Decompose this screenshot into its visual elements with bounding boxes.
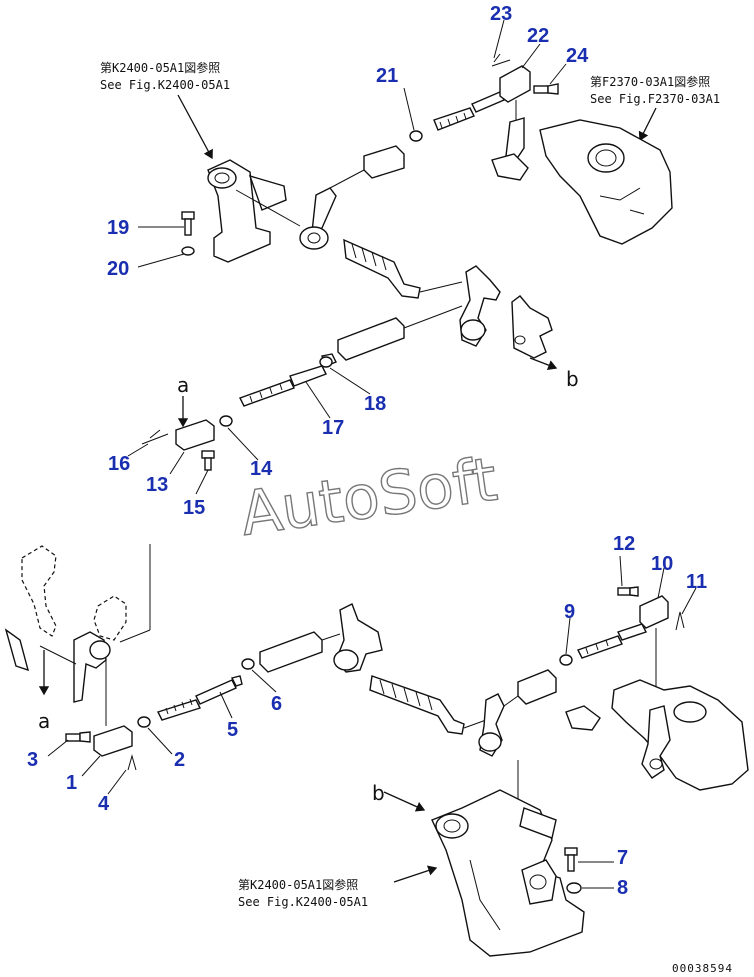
watermark: AutoSoft: [236, 445, 501, 550]
callouts: 19 20 21 23 22 24 18 17 14 16 13 15 12 1…: [27, 3, 707, 899]
callout-13: 13: [146, 474, 168, 496]
callout-18: 18: [364, 393, 386, 415]
callout-21: 21: [376, 65, 398, 87]
lower-transmission-housing: [565, 679, 749, 791]
reference-top-left-en: See Fig.K2400-05A1: [100, 78, 230, 92]
reference-top-left: 第K2400-05A1図参照 See Fig.K2400-05A1: [100, 60, 230, 160]
callout-3: 3: [27, 749, 38, 771]
bolt-7: [564, 847, 578, 872]
callout-8: 8: [617, 877, 628, 899]
callout-19: 19: [107, 217, 129, 239]
callout-20: 20: [107, 258, 129, 280]
callout-23: 23: [490, 3, 512, 25]
callout-17: 17: [322, 417, 344, 439]
lower-left-rod-assembly: [65, 631, 341, 771]
callout-5: 5: [227, 719, 238, 741]
callout-6: 6: [271, 693, 282, 715]
label-a-top: a: [177, 373, 189, 397]
callout-12: 12: [613, 533, 635, 555]
callout-11: 11: [686, 571, 707, 593]
callout-1: 1: [66, 772, 77, 794]
callout-15: 15: [183, 497, 205, 519]
reference-top-right: 第F2370-03A1図参照 See Fig.F2370-03A1: [590, 74, 720, 142]
reference-top-left-jp: 第K2400-05A1図参照: [100, 60, 220, 75]
upper-lever-shaft: [299, 187, 463, 299]
upper-transmission-housing: [491, 117, 673, 245]
upper-rod-assembly: [329, 53, 559, 189]
bolt-19: [181, 211, 195, 236]
middle-rod-assembly: a: [141, 305, 463, 471]
washer-20: [181, 246, 195, 256]
callout-2: 2: [174, 749, 185, 771]
callout-7: 7: [617, 847, 628, 869]
callout-9: 9: [564, 601, 575, 623]
washer-8: [566, 882, 582, 894]
callout-22: 22: [527, 25, 549, 47]
reference-top-right-en: See Fig.F2370-03A1: [590, 92, 720, 106]
callout-4: 4: [98, 793, 110, 815]
callout-16: 16: [108, 453, 130, 475]
upper-bracket: [207, 159, 301, 263]
callout-14: 14: [250, 458, 273, 480]
upper-right-lever: b: [459, 265, 579, 391]
reference-bottom-jp: 第K2400-05A1図参照: [238, 877, 358, 892]
callout-24: 24: [566, 45, 589, 67]
label-b-right: b: [566, 367, 579, 391]
lower-lever-shaft: [333, 603, 519, 870]
label-b-bottom: b: [372, 781, 385, 805]
reference-top-right-jp: 第F2370-03A1図参照: [590, 74, 710, 89]
pedal-assembly: a: [4, 544, 151, 733]
reference-bottom: 第K2400-05A1図参照 See Fig.K2400-05A1: [238, 865, 438, 909]
callout-10: 10: [651, 553, 673, 575]
leader-lines: [47, 19, 697, 889]
reference-bottom-en: See Fig.K2400-05A1: [238, 895, 368, 909]
lower-bracket: b: [372, 781, 585, 957]
label-a-left: a: [38, 709, 50, 733]
document-number: 00038594: [672, 962, 733, 975]
